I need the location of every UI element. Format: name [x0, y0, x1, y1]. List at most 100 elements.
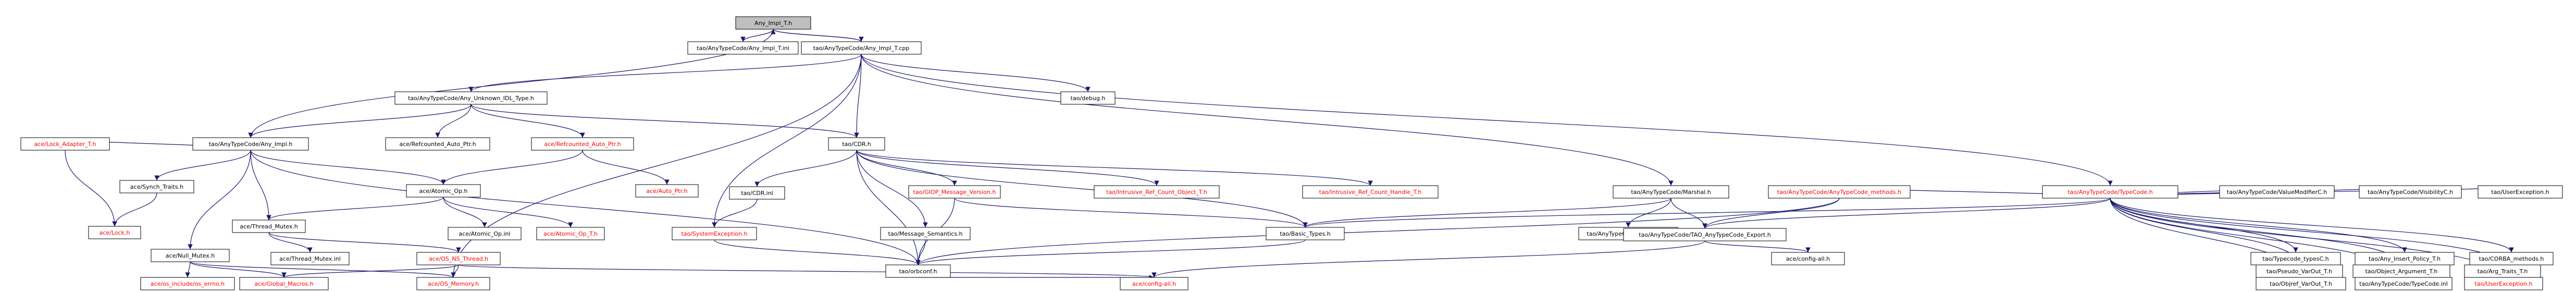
file-node-label: tao/Intrusive_Ref_Count_Handle_T.h: [1319, 189, 1422, 196]
edge-n9-to-n15: [754, 150, 857, 187]
edge-n10-to-n26: [1303, 198, 2111, 228]
file-node-n15[interactable]: tao/CDR.inl: [729, 186, 785, 200]
edge-n6-to-n44: [250, 150, 921, 265]
file-node-n13[interactable]: ace/Atomic_Op.h: [406, 184, 481, 198]
file-node-label: ace/Synch_Traits.h: [130, 184, 183, 190]
file-node-n1[interactable]: tao/AnyTypeCode/Any_Impl_T.inl: [687, 41, 799, 55]
file-node-box: [151, 249, 230, 262]
file-node-n40[interactable]: tao/UserException.h: [2464, 277, 2543, 290]
file-node-n45[interactable]: ace/config-all.h: [1771, 252, 1845, 265]
file-node-label: tao/AnyTypeCode/VisibilityC.h: [2368, 189, 2453, 196]
file-node-n22[interactable]: ace/Atomic_Op.inl: [448, 227, 522, 240]
edge-n41-to-n46: [185, 261, 191, 278]
file-node-n6[interactable]: tao/AnyTypeCode/Any_Impl.h: [192, 137, 309, 151]
file-node-n33[interactable]: tao/Any_Insert_Policy_T.h: [2355, 252, 2455, 265]
file-node-n29[interactable]: tao/AnyTypeCode/ValueModifierC.h: [2219, 185, 2335, 199]
file-node-label: ace/Lock_Adapter_T.h: [34, 141, 96, 148]
file-node-label: tao/Arg_Traits_T.h: [2478, 268, 2528, 275]
file-node-box: [908, 185, 1001, 199]
file-node-n32[interactable]: tao/Typecode_typesC.h: [2250, 252, 2341, 265]
file-node-box: [1094, 185, 1220, 199]
edge-n6-to-n41: [188, 150, 251, 250]
file-node-n9[interactable]: tao/CDR.h: [828, 137, 885, 151]
file-node-n20[interactable]: tao/AnyTypeCode/AnyTypeCode_methods.h: [1768, 185, 1911, 199]
file-node-n39[interactable]: tao/AnyTypeCode/TypeCode.inl: [2355, 277, 2453, 290]
file-node-n36[interactable]: tao/Object_Argument_T.h: [2352, 264, 2450, 278]
file-node-n2[interactable]: tao/AnyTypeCode/Any_Impl_T.cpp: [801, 41, 922, 55]
file-node-n26[interactable]: tao/Basic_Types.h: [1266, 227, 1345, 240]
file-node-n19[interactable]: tao/AnyTypeCode/Marshal.h: [1613, 185, 1729, 199]
file-node-n46[interactable]: ace/os_include/os_errno.h: [140, 277, 235, 290]
file-node-label: tao/CORBA_methods.h: [2479, 256, 2544, 262]
file-node-n28[interactable]: tao/AnyTypeCode/TAO_AnyTypeCode_Export.h: [1623, 228, 1787, 241]
file-node-label: ace/OS_Memory.h: [428, 281, 479, 287]
file-node-n16[interactable]: tao/GIOP_Message_Version.h: [908, 185, 1001, 199]
file-node-label: ace/Auto_Ptr.h: [646, 188, 687, 194]
edge-n2-to-n9: [854, 54, 862, 138]
edge-n6-to-n21: [250, 150, 271, 221]
edge-n26-to-n44: [915, 239, 1306, 265]
edge-n41-to-n47: [190, 261, 287, 278]
file-node-label: ace/Thread_Mutex.inl: [279, 256, 341, 262]
file-node-box: [635, 184, 699, 198]
edge-n6-to-n13: [250, 150, 446, 185]
file-node-label: tao/AnyTypeCode/Any_Impl_T.inl: [697, 45, 789, 52]
file-node-n12[interactable]: ace/Lock.h: [88, 226, 141, 239]
file-node-n17[interactable]: tao/Intrusive_Ref_Count_Object_T.h: [1094, 185, 1220, 199]
file-node-n47[interactable]: ace/Global_Macros.h: [239, 277, 329, 290]
edge-n8-to-n13: [441, 150, 583, 185]
file-node-n41[interactable]: ace/Null_Mutex.h: [151, 249, 230, 262]
file-node-n48[interactable]: ace/OS_Memory.h: [416, 277, 490, 290]
file-node-label: tao/Typecode_typesC.h: [2262, 256, 2329, 262]
file-node-label: Any_Impl_T.h: [754, 20, 792, 27]
file-node-n23[interactable]: ace/Atomic_Op_T.h: [536, 227, 605, 240]
edge-n24-to-n44: [714, 239, 921, 265]
file-node-n49[interactable]: ace/config-all.h: [1120, 277, 1188, 290]
file-node-box: [1771, 252, 1845, 265]
edge-n10-to-n28: [1702, 198, 2111, 229]
file-node-label: tao/AnyTypeCode/Any_Unknown_IDL_Type.h: [408, 95, 534, 102]
file-node-n35[interactable]: tao/Pseudo_VarOut_T.h: [2256, 264, 2343, 278]
file-node-n31[interactable]: tao/UserException.h: [2478, 185, 2563, 199]
edge-n41-to-n48: [190, 261, 456, 278]
file-node-n42[interactable]: ace/Thread_Mutex.inl: [270, 252, 350, 265]
file-node-n24[interactable]: tao/SystemException.h: [672, 227, 757, 240]
file-node-box: [735, 16, 811, 30]
dependency-edges: [63, 29, 2523, 280]
file-node-n30[interactable]: tao/AnyTypeCode/VisibilityC.h: [2359, 185, 2462, 199]
file-node-box: [192, 137, 309, 151]
file-node-n7[interactable]: ace/Refcounted_Auto_Ptr.h: [385, 137, 490, 151]
file-node-box: [140, 277, 235, 290]
file-node-n8[interactable]: ace/Refcounted_Auto_Ptr.h: [531, 137, 634, 151]
file-node-n11[interactable]: ace/Synch_Traits.h: [119, 180, 194, 193]
edge-n11-to-n12: [112, 192, 157, 227]
file-node-box: [2355, 277, 2453, 290]
file-node-n44[interactable]: tao/orbconf.h: [885, 264, 951, 278]
file-node-label: ace/os_include/os_errno.h: [151, 281, 225, 287]
file-node-box: [1120, 277, 1188, 290]
file-node-n21[interactable]: ace/Thread_Mutex.h: [232, 220, 306, 233]
file-node-box: [406, 184, 481, 198]
file-node-n3[interactable]: tao/AnyTypeCode/Any_Unknown_IDL_Type.h: [394, 91, 548, 105]
file-node-n38[interactable]: tao/Objref_VarOut_T.h: [2256, 277, 2346, 290]
file-node-label: ace/Lock.h: [100, 229, 130, 236]
file-node-n25[interactable]: tao/Message_Semantics.h: [880, 227, 971, 240]
file-node-n4[interactable]: tao/debug.h: [1060, 91, 1116, 105]
file-node-n43[interactable]: ace/OS_NS_Thread.h: [416, 252, 501, 265]
edge-n9-to-n26: [856, 150, 1308, 228]
file-node-n37[interactable]: tao/Arg_Traits_T.h: [2464, 264, 2541, 278]
edge-n2-to-n48: [451, 54, 862, 278]
edge-n21-to-n43: [268, 232, 461, 253]
file-node-n18[interactable]: tao/Intrusive_Ref_Count_Handle_T.h: [1302, 185, 1439, 199]
edge-n28-to-n45: [1704, 240, 1811, 253]
file-node-n5[interactable]: ace/Lock_Adapter_T.h: [20, 137, 110, 151]
file-node-box: [416, 277, 490, 290]
file-node-label: tao/SystemException.h: [681, 230, 747, 237]
file-node-n10[interactable]: tao/AnyTypeCode/TypeCode.h: [2042, 185, 2178, 199]
file-node-n14[interactable]: ace/Auto_Ptr.h: [635, 184, 699, 198]
file-node-n34[interactable]: tao/CORBA_methods.h: [2469, 252, 2554, 265]
edge-n16-to-n26: [954, 198, 1308, 228]
edge-n43-to-n49: [458, 264, 1156, 278]
file-node-label: ace/Refcounted_Auto_Ptr.h: [399, 141, 476, 148]
file-node-box: [88, 226, 141, 239]
